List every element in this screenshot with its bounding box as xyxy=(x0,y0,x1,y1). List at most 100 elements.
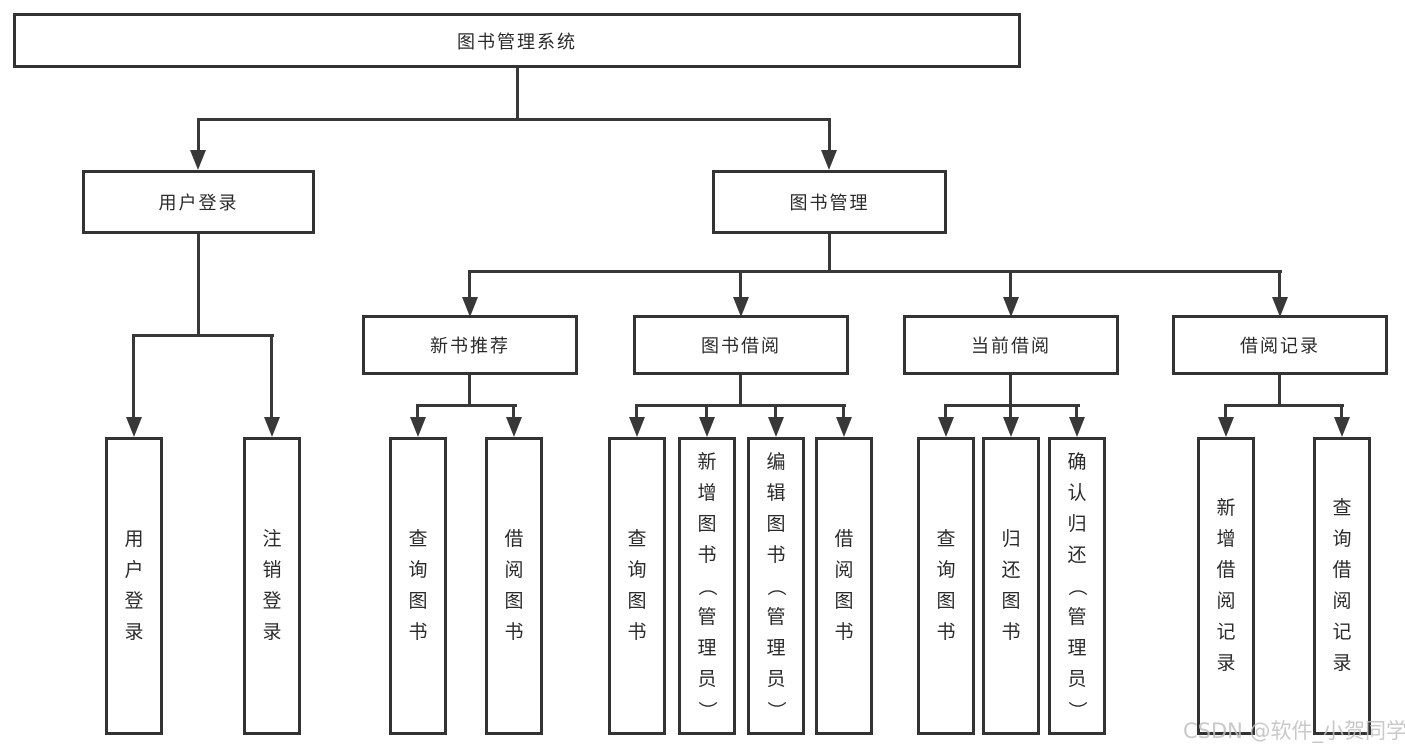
connector-line xyxy=(828,234,831,273)
leaf-confirm-return-admin: 确认归还（管理员） xyxy=(1048,437,1106,735)
connector-line xyxy=(512,404,515,418)
vertical-char: 书 xyxy=(766,543,786,566)
node-book-management: 图书管理 xyxy=(712,170,947,234)
arrowhead-icon xyxy=(1272,297,1288,317)
vertical-char: 查 xyxy=(936,528,956,550)
connector-line xyxy=(1224,404,1227,418)
vertical-char: 理 xyxy=(1067,636,1087,659)
connector-line xyxy=(828,118,831,152)
connector-line xyxy=(416,404,517,407)
connector-line xyxy=(132,334,274,337)
vertical-char: 询 xyxy=(408,559,428,581)
arrowhead-icon xyxy=(938,417,954,437)
leaf-borrow-books: 借阅图书 xyxy=(485,437,543,735)
arrowhead-icon xyxy=(1334,417,1350,437)
vertical-char: 记 xyxy=(1332,621,1352,643)
connector-line xyxy=(1278,375,1281,407)
node-new-book-recommend: 新书推荐 xyxy=(362,315,578,375)
vertical-char: 登 xyxy=(124,590,144,612)
vertical-char: 增 xyxy=(1216,528,1236,550)
vertical-char: 查 xyxy=(408,528,428,550)
connector-line xyxy=(197,118,831,121)
arrowhead-icon xyxy=(264,417,280,437)
connector-line xyxy=(468,375,471,407)
vertical-char: 登 xyxy=(262,590,282,612)
vertical-char: 记 xyxy=(1216,621,1236,643)
leaf-edit-books-admin: 编辑图书（管理员） xyxy=(747,437,805,735)
vertical-char: 借 xyxy=(1216,559,1236,581)
vertical-char: 询 xyxy=(936,559,956,581)
vertical-char: 阅 xyxy=(1332,590,1352,612)
vertical-char: 询 xyxy=(627,559,647,581)
vertical-char: 图 xyxy=(1001,590,1021,612)
vertical-char: 增 xyxy=(697,481,717,504)
vertical-char: 图 xyxy=(627,590,647,612)
vertical-char: 录 xyxy=(124,621,144,643)
node-borrow-records: 借阅记录 xyxy=(1172,315,1388,375)
arrowhead-icon xyxy=(821,150,837,170)
vertical-char: 管 xyxy=(1067,605,1087,628)
leaf-query-books-3: 查询图书 xyxy=(917,437,975,735)
node-library-management-system: 图书管理系统 xyxy=(13,13,1021,68)
connector-line xyxy=(416,404,419,418)
connector-line xyxy=(944,404,1080,407)
vertical-char: 图 xyxy=(936,590,956,612)
connector-line xyxy=(1224,404,1344,407)
connector-line xyxy=(270,334,273,418)
vertical-char: 借 xyxy=(834,528,854,550)
arrowhead-icon xyxy=(768,417,784,437)
vertical-char: 员 xyxy=(766,667,786,690)
connector-line xyxy=(516,68,519,120)
arrowhead-icon xyxy=(629,417,645,437)
vertical-char: 阅 xyxy=(1216,590,1236,612)
arrowhead-icon xyxy=(733,297,749,317)
vertical-char: 新 xyxy=(697,450,717,473)
vertical-char: ） xyxy=(765,700,788,720)
connector-line xyxy=(197,118,200,152)
vertical-char: 还 xyxy=(1001,559,1021,581)
arrowhead-icon xyxy=(410,417,426,437)
leaf-add-borrow-record: 新增借阅记录 xyxy=(1197,437,1255,735)
vertical-char: 管 xyxy=(766,605,786,628)
vertical-char: （ xyxy=(1066,576,1089,596)
connector-line xyxy=(774,404,777,418)
vertical-char: 图 xyxy=(766,512,786,535)
vertical-char: （ xyxy=(765,576,788,596)
vertical-char: 书 xyxy=(697,543,717,566)
vertical-char: 确 xyxy=(1067,450,1087,473)
leaf-query-borrow-record: 查询借阅记录 xyxy=(1313,437,1371,735)
connector-line xyxy=(468,270,471,299)
vertical-char: 借 xyxy=(1332,559,1352,581)
vertical-char: 员 xyxy=(697,667,717,690)
vertical-char: 图 xyxy=(697,512,717,535)
vertical-char: 销 xyxy=(262,559,282,581)
vertical-char: 录 xyxy=(1216,652,1236,674)
vertical-char: 阅 xyxy=(834,559,854,581)
connector-line xyxy=(1009,404,1012,418)
vertical-char: 录 xyxy=(262,621,282,643)
vertical-char: 查 xyxy=(1332,497,1352,519)
vertical-char: 图 xyxy=(408,590,428,612)
arrowhead-icon xyxy=(836,417,852,437)
node-current-borrow: 当前借阅 xyxy=(903,315,1119,375)
arrowhead-icon xyxy=(126,417,142,437)
connector-line xyxy=(197,234,200,337)
vertical-char: 理 xyxy=(697,636,717,659)
vertical-char: ） xyxy=(696,700,719,720)
leaf-user-login: 用户登录 xyxy=(105,437,163,735)
vertical-char: 认 xyxy=(1067,481,1087,504)
arrowhead-icon xyxy=(1003,417,1019,437)
connector-line xyxy=(1009,375,1012,407)
vertical-char: 员 xyxy=(1067,667,1087,690)
vertical-char: 图 xyxy=(834,590,854,612)
connector-line xyxy=(1340,404,1343,418)
vertical-char: 编 xyxy=(766,450,786,473)
vertical-char: 查 xyxy=(627,528,647,550)
vertical-char: 辑 xyxy=(766,481,786,504)
vertical-char: 注 xyxy=(262,528,282,550)
vertical-char: 阅 xyxy=(504,559,524,581)
connector-line xyxy=(842,404,845,418)
arrowhead-icon xyxy=(1069,417,1085,437)
vertical-char: 管 xyxy=(697,605,717,628)
connector-line xyxy=(635,404,846,407)
